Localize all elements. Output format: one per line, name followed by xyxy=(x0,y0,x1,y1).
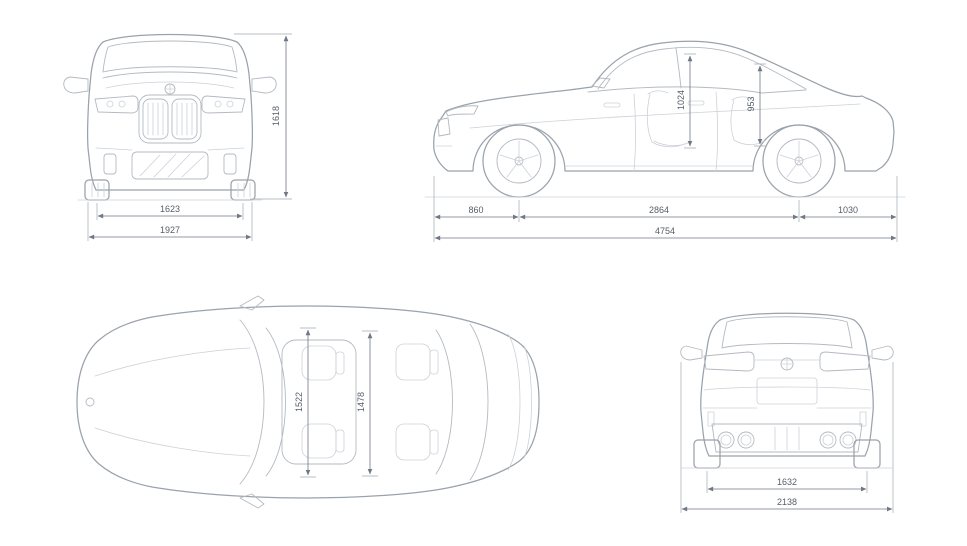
front-wheel xyxy=(482,124,556,198)
mirror-side xyxy=(591,77,611,89)
rear-window xyxy=(721,316,853,349)
dimension-label-front-overhang: 860 xyxy=(468,205,483,215)
hood-line xyxy=(102,71,238,79)
dimension-label-track-width: 1623 xyxy=(160,204,180,214)
headlight-side xyxy=(445,105,479,117)
headlight-right xyxy=(201,95,246,114)
seats-side xyxy=(646,90,765,148)
dimension-label-front-headroom: 1024 xyxy=(676,90,686,110)
sunroof xyxy=(281,339,357,465)
rear-glass-top xyxy=(435,323,532,481)
bumper-lines xyxy=(702,386,872,409)
dimension-label-overall-width-mirrors: 2138 xyxy=(777,497,797,507)
dimension-label-front-interior-width: 1522 xyxy=(294,392,304,412)
hood-crease xyxy=(105,81,235,89)
headlight-left xyxy=(94,95,139,114)
top-car-outline xyxy=(76,305,540,499)
bmw-roundel-top-icon xyxy=(85,397,95,407)
dimension-label-overall-length: 4754 xyxy=(655,226,675,236)
door-lines xyxy=(603,91,718,172)
mirror-rear-left xyxy=(680,345,703,361)
rear-dimensions: 1632 2138 xyxy=(680,362,894,513)
top-view: 1522 1478 xyxy=(76,295,540,509)
character-line xyxy=(469,103,861,129)
side-intake-left xyxy=(103,153,117,175)
front-fascia-side xyxy=(435,105,479,147)
top-dimensions: 1522 1478 xyxy=(294,327,378,478)
dimension-label-rear-track: 1632 xyxy=(777,477,797,487)
side-car-outline xyxy=(433,40,895,172)
kidney-grille xyxy=(138,94,202,144)
mirror-left xyxy=(63,76,89,94)
mirror-rear-right xyxy=(871,345,894,361)
front-view: 1618 1623 1927 xyxy=(63,33,292,241)
dimension-label-rear-overhang: 1030 xyxy=(838,205,858,215)
front-car-outline xyxy=(86,33,254,191)
front-dimensions: 1618 1623 1927 xyxy=(87,33,292,241)
mirror-top-right xyxy=(239,493,265,509)
reflector-right xyxy=(859,411,867,427)
front-bumper xyxy=(95,147,245,180)
side-dimensions: 860 2864 1030 4754 xyxy=(433,176,898,242)
dimension-label-overall-width: 1927 xyxy=(160,225,180,235)
grille-side xyxy=(437,117,451,137)
windshield-top xyxy=(239,319,286,485)
door-handle-front xyxy=(603,102,621,108)
rear-car-outline xyxy=(700,312,874,457)
hood-lines-top xyxy=(85,347,251,457)
diffuser-exhaust xyxy=(711,423,863,453)
mirror-top-left xyxy=(239,295,265,311)
bmw-roundel-icon xyxy=(164,83,176,95)
reflector-left xyxy=(707,411,715,427)
seats-top xyxy=(301,343,439,461)
license-plate-recess xyxy=(756,377,818,405)
windshield xyxy=(102,40,238,73)
mirror-right xyxy=(251,76,277,94)
dimension-label-wheelbase: 2864 xyxy=(649,205,669,215)
dimension-label-height: 1618 xyxy=(271,106,281,126)
bmw-roundel-rear-icon xyxy=(780,357,794,371)
rear-wheel xyxy=(762,124,836,198)
side-interior-dimensions: 1024 953 xyxy=(676,53,766,149)
side-view: 1024 953 860 2864 1030 4754 xyxy=(424,40,906,242)
dimension-label-rear-interior-width: 1478 xyxy=(356,392,366,412)
dimension-label-rear-headroom: 953 xyxy=(746,96,756,111)
greenhouse xyxy=(587,46,807,94)
rear-view: 1632 2138 xyxy=(680,312,894,513)
side-intake-right xyxy=(223,153,237,175)
